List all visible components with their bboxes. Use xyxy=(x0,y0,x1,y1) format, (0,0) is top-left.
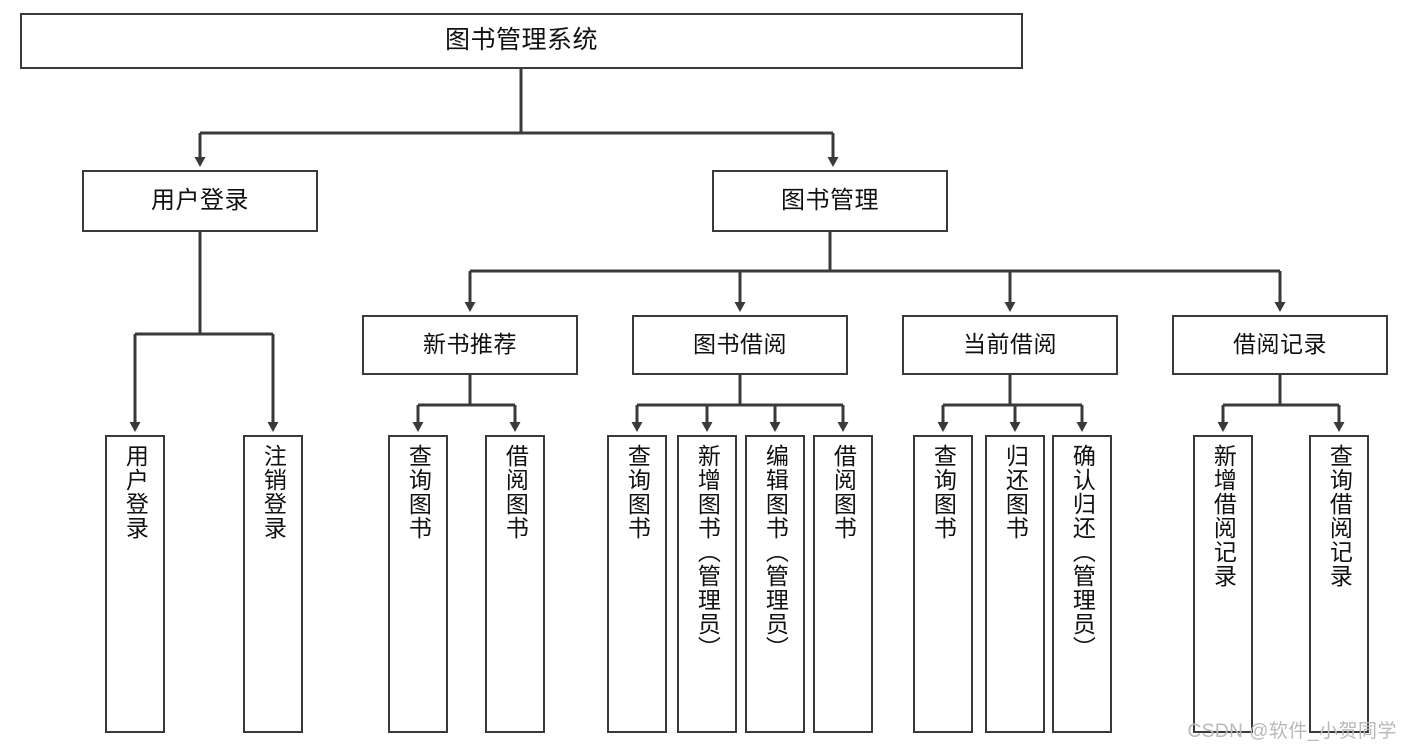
node-new-book-rec-label: 新书推荐 xyxy=(423,331,517,358)
leaf-add-book[interactable]: 新增图书（管理员） xyxy=(677,435,737,733)
node-user-login[interactable]: 用户登录 xyxy=(82,170,318,232)
node-user-login-label: 用户登录 xyxy=(151,186,249,214)
leaf-add-record[interactable]: 新增借阅记录 xyxy=(1193,435,1253,733)
node-root[interactable]: 图书管理系统 xyxy=(20,13,1023,69)
leaf-user-login-label: 用户登录 xyxy=(122,444,149,540)
node-borrow-record[interactable]: 借阅记录 xyxy=(1172,315,1388,375)
leaf-borrow-book-bb[interactable]: 借阅图书 xyxy=(813,435,873,733)
node-book-borrow-label: 图书借阅 xyxy=(693,331,787,358)
leaf-return-book-label: 归还图书 xyxy=(1002,444,1029,540)
leaf-confirm-return[interactable]: 确认归还（管理员） xyxy=(1052,435,1112,733)
leaf-query-record[interactable]: 查询借阅记录 xyxy=(1309,435,1369,733)
leaf-edit-book[interactable]: 编辑图书（管理员） xyxy=(745,435,805,733)
leaf-borrow-book-bb-label: 借阅图书 xyxy=(830,444,857,540)
leaf-query-book-rec-label: 查询图书 xyxy=(405,444,432,540)
leaf-query-book-bb[interactable]: 查询图书 xyxy=(607,435,667,733)
leaf-add-record-label: 新增借阅记录 xyxy=(1210,444,1237,588)
leaf-return-book[interactable]: 归还图书 xyxy=(985,435,1045,733)
leaf-query-book-cb[interactable]: 查询图书 xyxy=(913,435,973,733)
node-current-borrow-label: 当前借阅 xyxy=(963,331,1057,358)
leaf-add-book-label: 新增图书（管理员） xyxy=(694,444,721,660)
leaf-logout[interactable]: 注销登录 xyxy=(243,435,303,733)
node-book-borrow[interactable]: 图书借阅 xyxy=(632,315,848,375)
leaf-query-book-rec[interactable]: 查询图书 xyxy=(388,435,448,733)
leaf-query-record-label: 查询借阅记录 xyxy=(1326,444,1353,588)
node-new-book-rec[interactable]: 新书推荐 xyxy=(362,315,578,375)
leaf-borrow-book-rec[interactable]: 借阅图书 xyxy=(485,435,545,733)
leaf-query-book-bb-label: 查询图书 xyxy=(624,444,651,540)
watermark: CSDN @软件_小贺同学 xyxy=(1187,721,1397,742)
leaf-user-login[interactable]: 用户登录 xyxy=(105,435,165,733)
leaf-logout-label: 注销登录 xyxy=(260,444,287,540)
leaf-query-book-cb-label: 查询图书 xyxy=(930,444,957,540)
node-book-manage[interactable]: 图书管理 xyxy=(712,170,948,232)
leaf-confirm-return-label: 确认归还（管理员） xyxy=(1069,444,1096,660)
node-root-label: 图书管理系统 xyxy=(444,26,598,55)
node-current-borrow[interactable]: 当前借阅 xyxy=(902,315,1118,375)
leaf-edit-book-label: 编辑图书（管理员） xyxy=(762,444,789,660)
node-borrow-record-label: 借阅记录 xyxy=(1233,331,1327,358)
node-book-manage-label: 图书管理 xyxy=(781,186,879,214)
leaf-borrow-book-rec-label: 借阅图书 xyxy=(502,444,529,540)
